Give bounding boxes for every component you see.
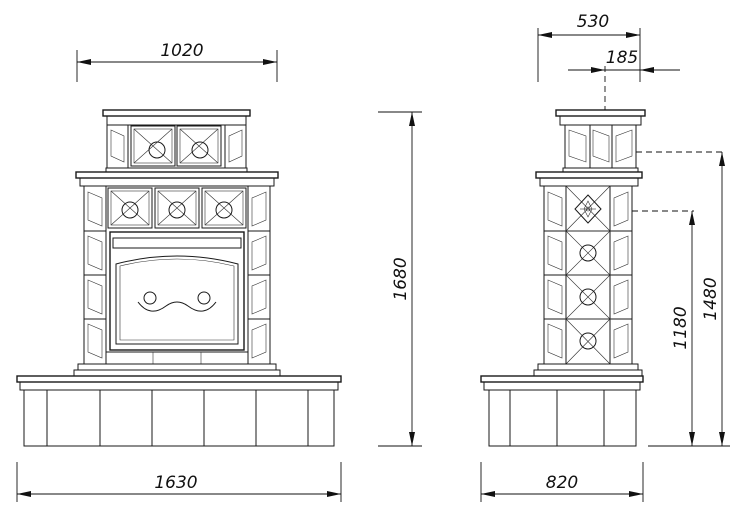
front-body (73, 185, 281, 377)
door-knob-icon (197, 291, 211, 305)
front-crown-tiles (106, 124, 247, 169)
dimension-label: 1480 (701, 277, 721, 320)
round-medallion-icon (579, 288, 597, 306)
front-right-column (247, 185, 271, 365)
side-top-cornice (555, 109, 646, 126)
front-base-width-dimension: 1630 (16, 462, 342, 502)
side-mid-cornice (535, 167, 643, 187)
dimension-label: 185 (606, 48, 638, 68)
round-medallion-icon (121, 201, 139, 219)
front-total-height-dimension: 1680 (378, 111, 422, 447)
side-crown-tiles (564, 124, 637, 169)
dimension-label: 1680 (391, 257, 411, 300)
door-knob-icon (143, 291, 157, 305)
side-base-width-dimension: 820 (480, 462, 644, 502)
front-left-column (83, 185, 107, 365)
firebox-door (109, 231, 245, 351)
round-medallion-icon (168, 201, 186, 219)
dimension-label: 1630 (154, 473, 197, 493)
round-medallion-icon (579, 244, 597, 262)
side-body (533, 185, 643, 377)
round-medallion-icon (191, 141, 209, 159)
side-lower-height-dimension: 1180 (671, 211, 695, 446)
round-medallion-icon (148, 141, 166, 159)
front-plinth-tiles (106, 351, 248, 364)
side-upper-height-dimension: 1480 (648, 152, 730, 447)
dimension-label: 530 (577, 12, 609, 32)
front-base-platform (16, 375, 342, 447)
dimension-label: 1020 (160, 41, 203, 61)
front-top-cornice (102, 109, 251, 126)
round-medallion-icon (215, 201, 233, 219)
side-top-width-dimension: 530 (537, 12, 641, 82)
star-ornament-icon (574, 194, 602, 224)
side-top-offset-dimension: 185 (568, 48, 680, 73)
round-medallion-icon (579, 332, 597, 350)
front-view (16, 109, 342, 447)
side-base-platform (480, 375, 644, 447)
front-top-width-dimension: 1020 (76, 41, 278, 82)
front-frieze-tiles (107, 187, 247, 229)
dimension-label: 820 (546, 473, 578, 493)
dimension-label: 1180 (671, 306, 691, 349)
front-mid-cornice (75, 167, 279, 187)
side-view (480, 66, 724, 447)
